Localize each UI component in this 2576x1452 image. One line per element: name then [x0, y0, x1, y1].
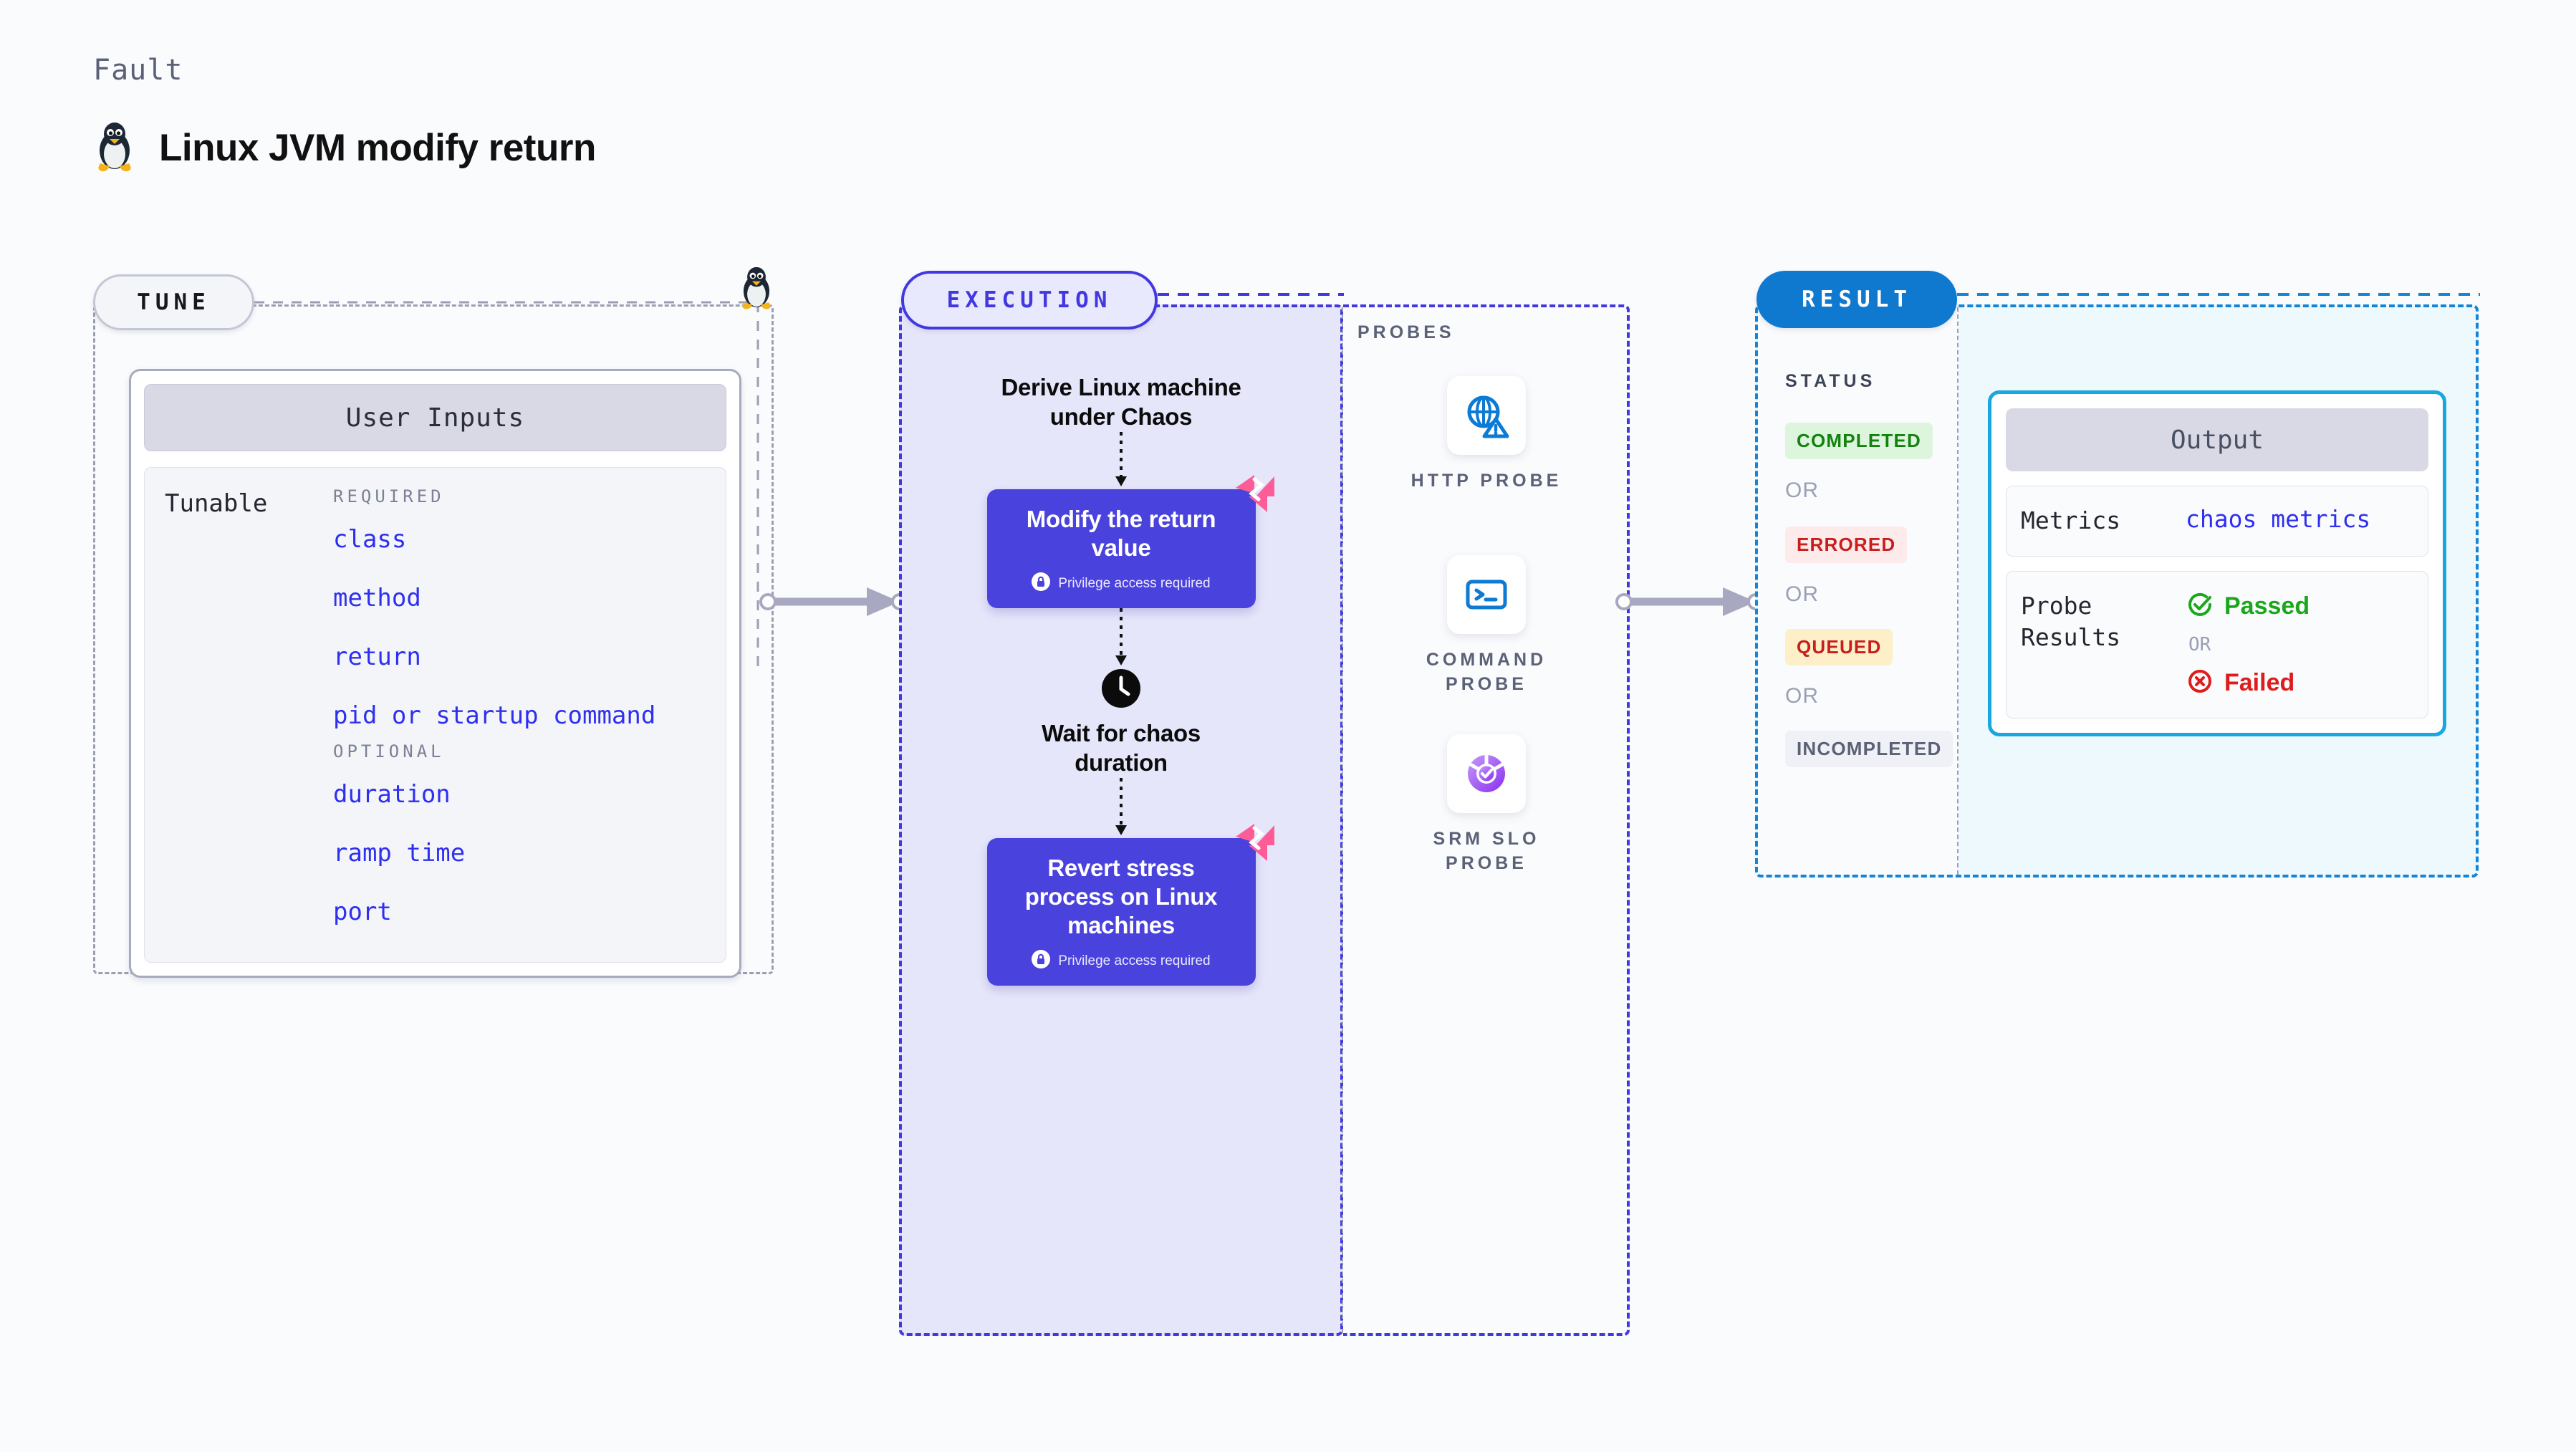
- clock-icon: [1101, 668, 1141, 708]
- output-card: Output Metrics chaos metrics Probe Resul…: [1988, 390, 2446, 736]
- optional-group-title: OPTIONAL: [333, 741, 445, 761]
- status-subpanel: [1758, 307, 1959, 875]
- tune-chip[interactable]: TUNE: [93, 274, 254, 330]
- output-probe-results-key: Probe Results: [2021, 591, 2121, 652]
- probe-srm-slo[interactable]: SRM SLO PROBE: [1343, 734, 1630, 876]
- check-circle-icon: [2186, 590, 2214, 622]
- result-chip[interactable]: RESULT: [1756, 271, 1957, 328]
- execution-step-derive-label: Derive Linux machine under Chaos: [1001, 374, 1241, 431]
- status-title: STATUS: [1785, 371, 1876, 391]
- output-metrics-row: Metrics chaos metrics: [2006, 486, 2428, 557]
- probe-srm-slo-label: SRM SLO PROBE: [1433, 829, 1540, 873]
- tune-dashed-connector: [254, 301, 759, 670]
- user-inputs-card: User Inputs Tunable REQUIRED class metho…: [129, 369, 741, 978]
- tunable-label: Tunable: [165, 489, 268, 518]
- output-metrics-value[interactable]: chaos metrics: [2186, 505, 2371, 533]
- flow-arrow-3: [1115, 777, 1127, 835]
- terminal-icon: [1447, 555, 1526, 634]
- privilege-text-2: Privilege access required: [1058, 953, 1211, 969]
- lock-icon: [1032, 950, 1051, 973]
- status-or-3: OR: [1785, 684, 1819, 708]
- status-badge-queued: QUEUED: [1785, 629, 1893, 665]
- probes-panel: [1342, 304, 1630, 1336]
- probe-result-failed: Failed: [2186, 667, 2310, 699]
- globe-warning-icon: [1447, 376, 1526, 455]
- lock-icon: [1032, 572, 1051, 595]
- tunable-item-ramp-time[interactable]: ramp time: [333, 839, 466, 867]
- status-badge-completed: COMPLETED: [1785, 423, 1933, 459]
- probe-result-or: OR: [2188, 633, 2211, 655]
- tunable-section: Tunable REQUIRED class method return pid…: [144, 467, 726, 963]
- output-title: Output: [2006, 408, 2428, 471]
- slo-donut-check-icon: [1447, 734, 1526, 813]
- probe-http[interactable]: HTTP PROBE: [1343, 376, 1630, 494]
- page-title: Linux JVM modify return: [159, 126, 596, 169]
- output-metrics-key: Metrics: [2021, 506, 2121, 534]
- execution-step-wait-label: Wait for chaos duration: [1042, 720, 1201, 777]
- probe-command[interactable]: COMMAND PROBE: [1343, 555, 1630, 697]
- status-or-1: OR: [1785, 479, 1819, 502]
- probes-title: PROBES: [1357, 322, 1455, 342]
- execution-chip[interactable]: EXECUTION: [901, 271, 1158, 330]
- tunable-item-return[interactable]: return: [333, 643, 421, 671]
- result-chip-dashed-line: [1957, 293, 2480, 296]
- arrow-tune-to-execution: [759, 587, 908, 616]
- probe-result-passed-label: Passed: [2224, 592, 2310, 620]
- privilege-badge-1: Privilege access required: [1000, 572, 1243, 595]
- execution-flow: Derive Linux machine under Chaos Modify …: [899, 372, 1343, 986]
- tunable-item-port[interactable]: port: [333, 898, 392, 926]
- user-inputs-title: User Inputs: [144, 384, 726, 451]
- privilege-text-1: Privilege access required: [1058, 576, 1211, 591]
- execution-step-revert-card[interactable]: Revert stress process on Linux machines …: [986, 823, 1274, 986]
- page-title-row: Linux JVM modify return: [93, 122, 596, 173]
- probe-http-label: HTTP PROBE: [1410, 471, 1562, 491]
- linux-penguin-marker-icon: [738, 266, 775, 311]
- tunable-item-pid-or-startup-command[interactable]: pid or startup command: [333, 701, 656, 730]
- probe-result-passed: Passed: [2186, 590, 2310, 622]
- execution-chip-dashed-line: [1158, 293, 1344, 296]
- required-group-title: REQUIRED: [333, 486, 445, 506]
- execution-step-modify-return-label: Modify the return value: [1026, 505, 1216, 561]
- execution-step-modify-return-card[interactable]: Modify the return value Privilege access…: [986, 474, 1274, 608]
- flow-arrow-1: [1115, 431, 1127, 486]
- harness-ribbon-icon: [1233, 472, 1277, 519]
- output-probe-results-row: Probe Results Passed OR: [2006, 570, 2428, 718]
- execution-step-revert-label: Revert stress process on Linux machines: [1024, 854, 1218, 939]
- tunable-item-duration[interactable]: duration: [333, 780, 451, 809]
- status-badge-incompleted: INCOMPLETED: [1785, 731, 1953, 767]
- arrow-execution-to-result: [1615, 587, 1764, 616]
- tunable-item-method[interactable]: method: [333, 584, 421, 612]
- linux-penguin-icon: [93, 122, 136, 173]
- tunable-item-class[interactable]: class: [333, 525, 407, 554]
- probe-result-failed-label: Failed: [2224, 668, 2295, 696]
- status-or-2: OR: [1785, 582, 1819, 606]
- harness-ribbon-icon: [1233, 821, 1277, 867]
- flow-arrow-2: [1115, 608, 1127, 665]
- status-badge-errored: ERRORED: [1785, 527, 1908, 563]
- privilege-badge-2: Privilege access required: [1000, 950, 1243, 973]
- probe-command-label: COMMAND PROBE: [1426, 650, 1547, 694]
- page-kicker: Fault: [93, 54, 183, 87]
- x-circle-icon: [2186, 667, 2214, 699]
